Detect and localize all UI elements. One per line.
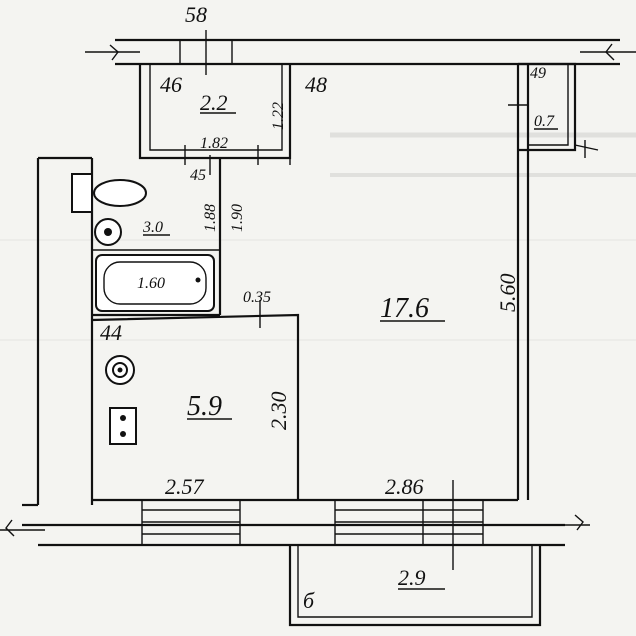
living-room	[289, 158, 518, 502]
storage-room	[138, 64, 292, 160]
label-dim-560: 5.60	[495, 274, 520, 313]
label-wall-46: 46	[160, 72, 182, 97]
dimension-ticks	[184, 104, 528, 175]
stove	[109, 407, 137, 445]
label-wall-44: 44	[100, 320, 122, 345]
label-bathtub-len: 1.60	[137, 275, 165, 292]
label-dim-286: 2.86	[385, 474, 424, 499]
bottom-windows	[141, 480, 484, 570]
label-dim-29: 2.9	[398, 565, 426, 590]
bathtub	[95, 254, 215, 312]
label-wall-48: 48	[305, 72, 327, 97]
label-dim-190: 1.90	[229, 204, 246, 232]
label-area-wc: 3.0	[142, 219, 163, 236]
bath-block	[71, 158, 222, 505]
label-top-width: 58	[185, 2, 207, 27]
label-dim-257: 2.57	[165, 474, 205, 499]
balcony	[288, 545, 542, 627]
label-wall-45: 45	[190, 167, 206, 184]
label-dim-182: 1.82	[200, 135, 228, 152]
label-area-closet: 0.7	[534, 113, 555, 130]
toilet-tank	[71, 173, 93, 213]
label-dim-122: 1.22	[270, 102, 287, 130]
label-area-storage: 2.2	[200, 90, 228, 115]
closet	[518, 62, 599, 158]
label-dim-188: 1.88	[202, 204, 219, 232]
label-balcony-mark: б	[303, 588, 315, 613]
label-wall-035: 0.35	[243, 289, 271, 306]
labels: 58 46 48 49 2.2 0.7 1.82 1.22 45 3.0 1.8…	[100, 2, 558, 613]
label-dim-230: 2.30	[266, 392, 291, 431]
toilet-bowl	[93, 179, 147, 207]
label-area-kitchen: 5.9	[187, 391, 222, 422]
kitchen	[91, 300, 300, 502]
label-area-living: 17.6	[380, 293, 429, 324]
label-wall-49: 49	[530, 65, 546, 82]
outer-walls	[0, 30, 636, 547]
